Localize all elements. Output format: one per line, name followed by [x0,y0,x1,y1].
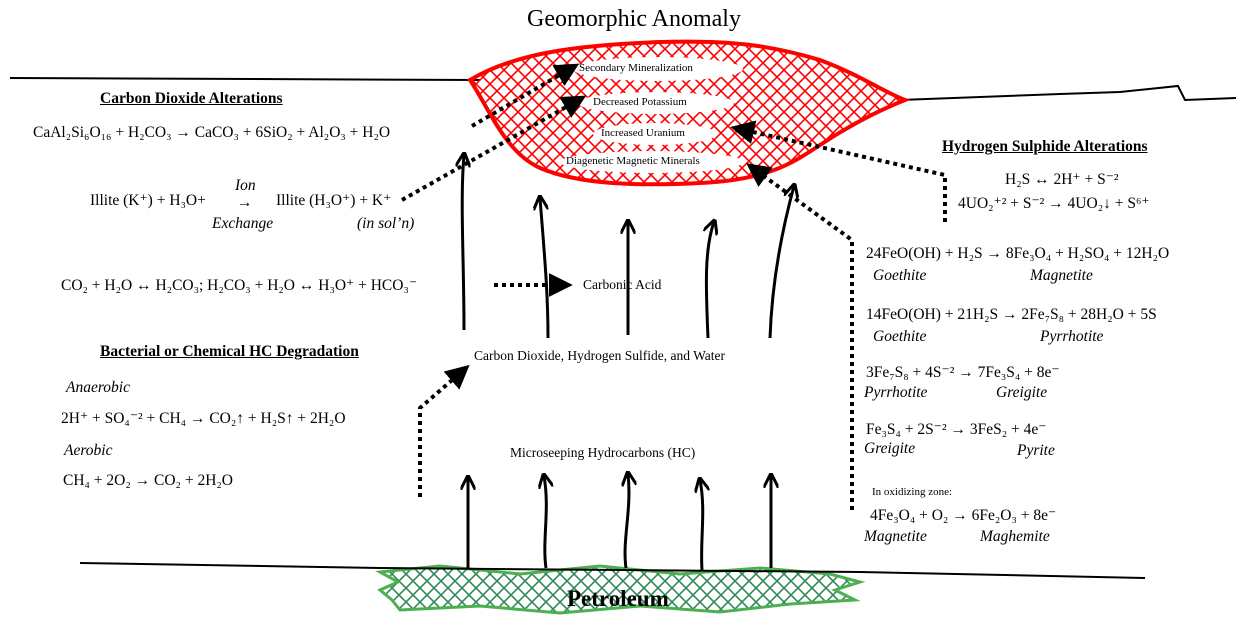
lower-arrow-2 [544,476,546,569]
uranium-reduction-equation: 4UO₂⁺² + S⁻² → 4UO₂↓ + S⁶⁺ [958,195,1150,212]
goethite-label-1: Goethite [873,267,927,284]
basement-line [79,562,1146,579]
in-solution-label: (in sol’n) [357,215,415,232]
label-decreased-potassium: Decreased Potassium [593,96,687,108]
upper-arrow-4 [706,222,714,339]
label-diagenetic-magnetic-minerals: Diagenetic Magnetic Minerals [566,155,700,167]
dotted-connector-degradation [418,364,470,497]
pyrite-label: Pyrite [1017,442,1055,459]
diagram-title: Geomorphic Anomaly [527,6,741,32]
aerobic-equation: CH₄ + 2O₂ → CO₂ + 2H₂O [63,472,233,489]
degradation-header: Bacterial or Chemical HC Degradation [100,343,359,360]
upper-arrow-1 [462,155,464,331]
ion-label: Ion [235,177,256,194]
exchange-label: Exchange [212,215,274,232]
illite-equation-right: Illite (H₃O⁺) + K⁺ [276,192,392,209]
dotted-connector-feldspar [470,63,580,128]
petroleum-reservoir [375,564,866,615]
greigite-pyrite-equation: Fe₃S₄ + 2S⁻² → 3FeS₂ + 4e⁻ [866,421,1047,438]
goethite-magnetite-equation: 24FeO(OH) + H₂S → 8Fe₃O₄ + H₂SO₄ + 12H₂O [866,245,1170,262]
magnetite-maghemite-equation: 4Fe₃O₄ + O₂ → 6Fe₂O₃ + 8e⁻ [870,507,1057,524]
hydrogen-sulphide-header: Hydrogen Sulphide Alterations [942,138,1148,155]
dotted-connector-iron [746,163,854,510]
anaerobic-equation: 2H⁺ + SO₄⁻² + CH₄ → CO₂↑ + H₂S↑ + 2H₂O [61,410,346,427]
magnetite-label-2: Magnetite [864,528,927,545]
products-label: Carbon Dioxide, Hydrogen Sulfide, and Wa… [472,348,727,363]
surface-line-left [9,77,481,81]
carbonic-acid-label: Carbonic Acid [583,277,662,292]
dotted-connector-illite [401,95,587,202]
goethite-pyrrhotite-equation: 14FeO(OH) + 21H₂S → 2Fe₇S₈ + 28H₂O + 5S [866,306,1157,323]
aerobic-label: Aerobic [64,442,113,459]
magnetite-label-1: Magnetite [1030,267,1093,284]
microseeping-hc-label: Microseeping Hydrocarbons (HC) [508,445,698,460]
greigite-label-2: Greigite [864,440,916,457]
h2s-dissociation-equation: H₂S ↔ 2H⁺ + S⁻² [1005,171,1119,188]
carbonic-acid-equation: CO₂ + H₂O ↔ H₂CO₃; H₂CO₃ + H₂O ↔ H₃O⁺ + … [61,277,418,294]
illite-equation-left: Illite (K⁺) + H₃O+ [90,192,206,209]
pyrrhotite-label-2: Pyrrhotite [864,384,928,401]
carbon-dioxide-header: Carbon Dioxide Alterations [100,90,283,107]
lower-arrow-4 [700,480,703,571]
label-secondary-mineralization: Secondary Mineralization [579,62,693,74]
anaerobic-label: Anaerobic [66,379,130,396]
petroleum-label: Petroleum [567,586,669,611]
upper-arrow-2 [540,198,550,339]
greigite-label-1: Greigite [996,384,1048,401]
feldspar-equation: CaAl₂Si₆O₁₆ + H₂CO₃ → CaCO₃ + 6SiO₂ + Al… [33,124,391,141]
lower-arrow-3 [625,474,629,569]
maghemite-label: Maghemite [980,528,1050,545]
pyrrhotite-greigite-equation: 3Fe₇S₈ + 4S⁻² → 7Fe₃S₄ + 8e⁻ [866,364,1060,381]
goethite-label-2: Goethite [873,328,927,345]
label-increased-uranium: Increased Uranium [601,127,685,139]
upper-arrow-5 [768,186,794,339]
pyrrhotite-label-1: Pyrrhotite [1040,328,1104,345]
oxidizing-zone-label: In oxidizing zone: [872,486,953,498]
surface-line-right [899,84,1237,102]
exchange-arrow: → [237,194,253,211]
